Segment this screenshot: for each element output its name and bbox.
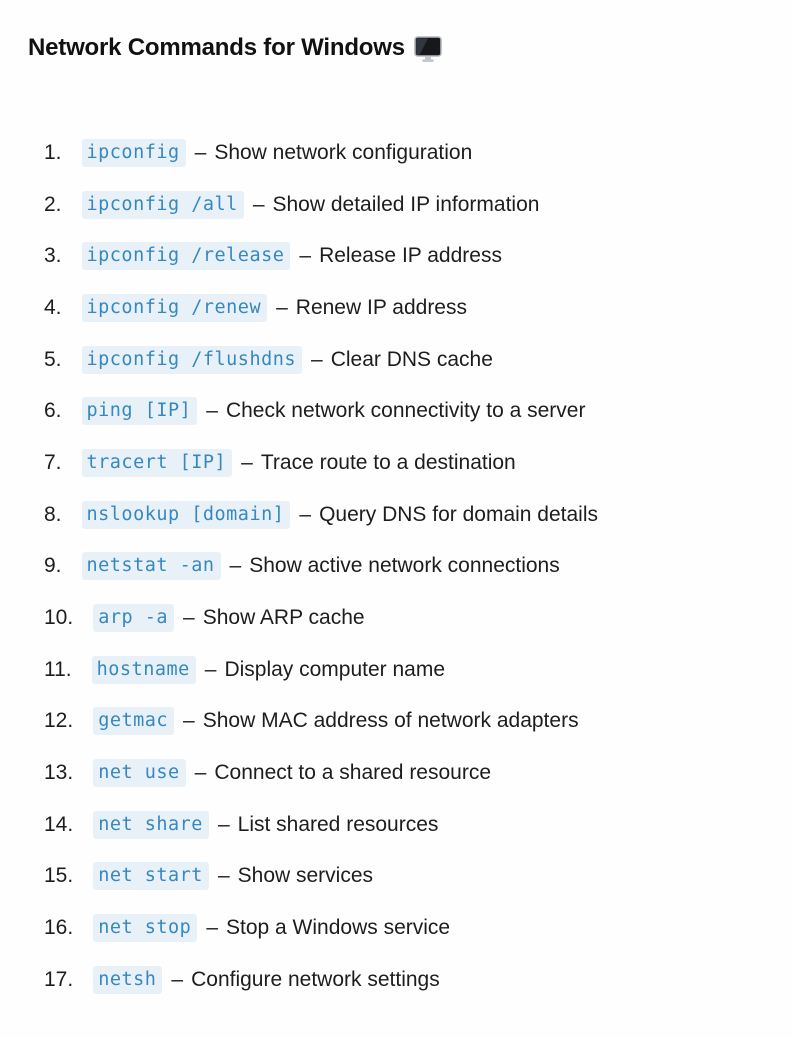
item-description: List shared resources — [237, 812, 439, 836]
item-description: Display computer name — [224, 657, 446, 681]
separator-dash: – — [171, 967, 184, 991]
command-code: ipconfig /release — [81, 242, 291, 271]
item-number: 9. — [44, 554, 62, 578]
item-description: Configure network settings — [191, 967, 440, 991]
list-item: 15. net start – Show services — [0, 851, 792, 903]
separator-dash: – — [183, 709, 195, 733]
list-item: 1. ipconfig – Show network configuration — [0, 127, 792, 179]
list-item: 12. getmac – Show MAC address of network… — [0, 696, 792, 748]
item-number: 8. — [44, 502, 62, 526]
item-number: 10. — [44, 606, 74, 630]
command-code: ipconfig /all — [81, 190, 244, 219]
list-item: 8. nslookup [domain] – Query DNS for dom… — [0, 489, 792, 541]
command-code: tracert [IP] — [81, 448, 233, 477]
separator-dash: – — [206, 399, 218, 423]
item-description: Stop a Windows service — [226, 916, 451, 940]
item-description: Connect to a shared resource — [214, 761, 492, 785]
command-code: getmac — [93, 707, 175, 736]
command-code: net start — [93, 862, 209, 891]
separator-dash: – — [299, 244, 312, 268]
list-item: 5. ipconfig /flushdns – Clear DNS cache — [0, 334, 792, 386]
command-code: ipconfig /flushdns — [81, 345, 302, 374]
list-item: 14. net share – List shared resources — [0, 799, 792, 851]
separator-dash: – — [217, 812, 230, 836]
item-description: Show active network connections — [249, 554, 560, 578]
command-code: netsh — [93, 965, 163, 994]
separator-dash: – — [241, 450, 253, 474]
list-item: 6. ping [IP] – Check network connectivit… — [0, 385, 792, 437]
item-description: Clear DNS cache — [330, 347, 493, 371]
command-list: 1. ipconfig – Show network configuration… — [0, 127, 792, 1006]
command-code: net use — [93, 759, 186, 788]
separator-dash: – — [194, 761, 207, 785]
list-item: 17. netsh – Configure network settings — [0, 954, 792, 1006]
separator-dash: – — [183, 606, 195, 630]
item-number: 16. — [44, 916, 74, 940]
list-item: 13. net use – Connect to a shared resour… — [0, 747, 792, 799]
page-title: Network Commands for Windows — [28, 34, 442, 62]
item-number: 11. — [44, 657, 72, 681]
desktop-computer-icon — [414, 35, 442, 63]
separator-dash: – — [194, 140, 207, 164]
item-number: 13. — [44, 761, 74, 785]
list-item: 4. ipconfig /renew – Renew IP address — [0, 282, 792, 334]
item-number: 7. — [44, 450, 62, 474]
list-item: 16. net stop – Stop a Windows service — [0, 902, 792, 954]
item-number: 5. — [44, 347, 62, 371]
separator-dash: – — [229, 554, 242, 578]
item-number: 3. — [44, 244, 62, 268]
item-number: 1. — [44, 140, 62, 164]
item-description: Check network connectivity to a server — [225, 399, 586, 423]
command-code: ipconfig — [81, 138, 186, 167]
item-number: 2. — [44, 192, 62, 216]
item-number: 15. — [44, 864, 74, 888]
separator-dash: – — [299, 502, 312, 526]
item-description: Show detailed IP information — [272, 192, 540, 216]
item-number: 12. — [44, 709, 74, 733]
item-number: 17. — [44, 967, 74, 991]
item-number: 4. — [44, 295, 62, 319]
command-code: nslookup [domain] — [81, 500, 291, 529]
item-description: Trace route to a destination — [260, 450, 516, 474]
command-code: ipconfig /renew — [81, 293, 268, 322]
separator-dash: – — [206, 916, 218, 940]
item-description: Query DNS for domain details — [319, 502, 599, 526]
list-item: 2. ipconfig /all – Show detailed IP info… — [0, 179, 792, 231]
item-number: 14. — [44, 812, 74, 836]
separator-dash: – — [217, 864, 230, 888]
list-item: 11. hostname – Display computer name — [0, 644, 792, 696]
command-code: ping [IP] — [81, 397, 198, 426]
item-description: Show network configuration — [214, 140, 473, 164]
item-number: 6. — [44, 399, 62, 423]
item-description: Show MAC address of network adapters — [202, 709, 579, 733]
command-code: net stop — [93, 914, 198, 943]
separator-dash: – — [252, 192, 265, 216]
command-code: netstat -an — [81, 552, 221, 581]
command-code: hostname — [91, 655, 196, 684]
item-description: Renew IP address — [295, 295, 467, 319]
command-code: arp -a — [93, 604, 175, 633]
separator-dash: – — [276, 295, 288, 319]
item-description: Show services — [237, 864, 374, 888]
page-title-text: Network Commands for Windows — [28, 34, 405, 61]
command-code: net share — [93, 810, 209, 839]
separator-dash: – — [204, 657, 217, 681]
list-item: 3. ipconfig /release – Release IP addres… — [0, 230, 792, 282]
list-item: 9. netstat -an – Show active network con… — [0, 541, 792, 593]
separator-dash: – — [311, 347, 323, 371]
list-item: 10. arp -a – Show ARP cache — [0, 592, 792, 644]
item-description: Release IP address — [319, 244, 502, 268]
list-item: 7. tracert [IP] – Trace route to a desti… — [0, 437, 792, 489]
item-description: Show ARP cache — [202, 606, 365, 630]
